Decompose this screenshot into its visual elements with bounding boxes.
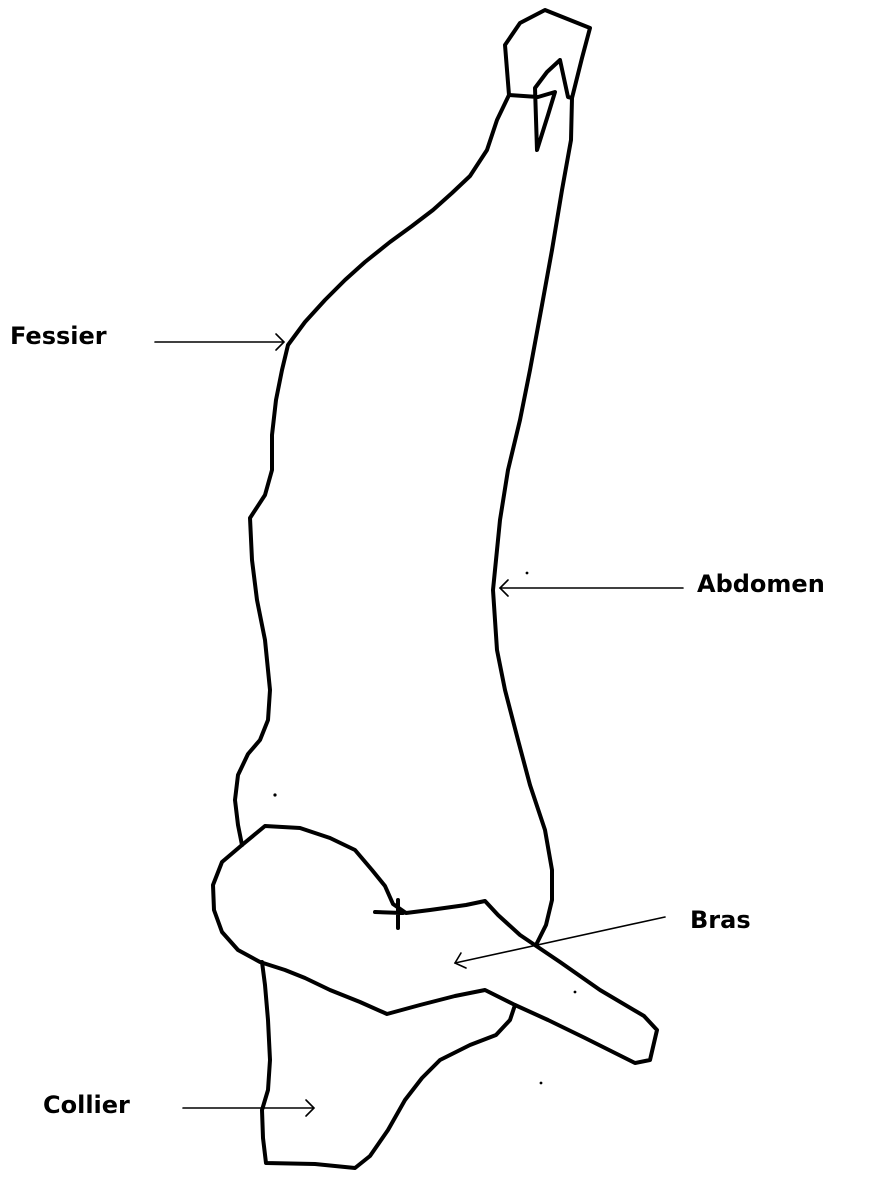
label-fessier: Fessier bbox=[10, 322, 107, 350]
label-abdomen: Abdomen bbox=[697, 570, 825, 598]
arrow-collier bbox=[183, 1100, 314, 1116]
label-collier: Collier bbox=[43, 1091, 130, 1119]
hock-outline bbox=[505, 10, 590, 150]
arrow-fessier bbox=[155, 334, 284, 350]
arm-notch bbox=[375, 900, 403, 928]
speck bbox=[574, 991, 577, 994]
speck bbox=[526, 572, 529, 575]
speck bbox=[540, 1082, 543, 1085]
arrow-abdomen bbox=[500, 580, 683, 596]
arm-outline bbox=[213, 826, 657, 1063]
label-bras: Bras bbox=[690, 906, 751, 934]
carcass-body-outline bbox=[235, 95, 572, 943]
speck bbox=[273, 793, 276, 796]
